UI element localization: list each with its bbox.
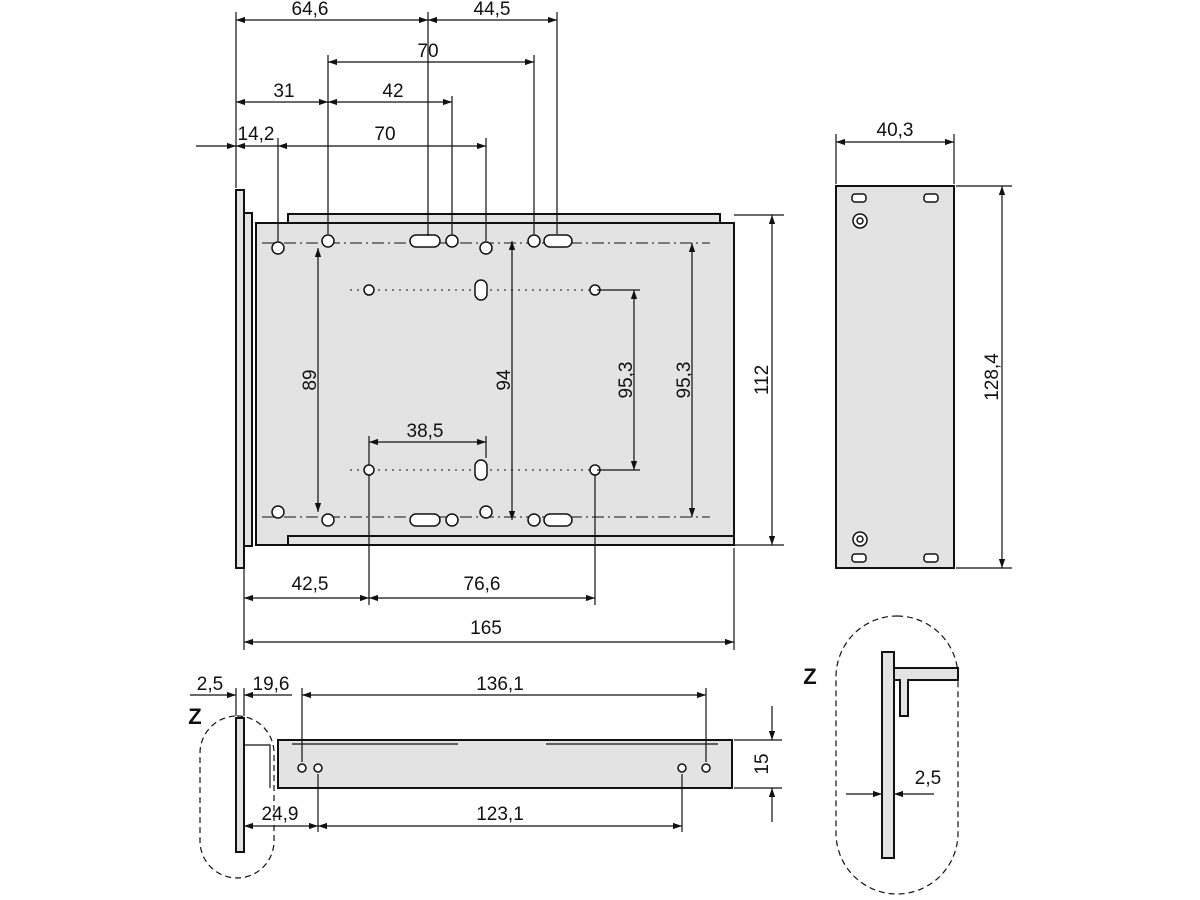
mount-hole xyxy=(363,284,375,296)
dim-123-1: 123,1 xyxy=(476,804,524,825)
slot-hole xyxy=(923,193,939,203)
slot-hole xyxy=(851,193,867,203)
dim-94: 94 xyxy=(494,369,515,391)
mount-hole xyxy=(363,464,375,476)
side-plate xyxy=(835,185,955,569)
dim-128-4: 128,4 xyxy=(982,353,1003,401)
dim-70-mid: 70 xyxy=(374,124,395,145)
slot-hole xyxy=(543,513,573,527)
dim-31: 31 xyxy=(273,81,294,102)
mount-hole xyxy=(445,234,459,248)
front-plate xyxy=(235,189,245,569)
dim-112: 112 xyxy=(752,365,773,395)
dim-14-2: 14,2 xyxy=(238,124,275,145)
dim-44-5: 44,5 xyxy=(474,0,511,20)
dim-2-5-detail: 2,5 xyxy=(915,768,941,789)
slot-hole xyxy=(409,513,441,527)
detail-marker-outline xyxy=(199,715,275,879)
dim-95-3-inner: 95,3 xyxy=(616,362,637,399)
front-flange xyxy=(243,212,253,547)
dim-2-5-bottom: 2,5 xyxy=(197,674,223,695)
mount-hole xyxy=(271,505,285,519)
detail-view: Z 2,5 xyxy=(803,615,959,895)
dim-95-3-outer: 95,3 xyxy=(674,362,695,399)
dim-136-1: 136,1 xyxy=(476,674,524,695)
slot-hole xyxy=(851,553,867,563)
slot-hole xyxy=(474,279,488,301)
mount-hole xyxy=(321,513,335,527)
dim-40-3: 40,3 xyxy=(877,120,914,141)
dim-165: 165 xyxy=(470,618,502,639)
slot-hole xyxy=(474,459,488,481)
mount-hole xyxy=(271,241,285,255)
dim-15: 15 xyxy=(752,753,773,774)
mount-hole xyxy=(321,234,335,248)
dim-89: 89 xyxy=(300,369,321,390)
mount-hole xyxy=(527,513,541,527)
side-view: 40,3 128,4 xyxy=(835,120,1012,569)
detail-view-label: Z xyxy=(803,664,816,689)
front-plate-edge xyxy=(235,717,245,853)
mount-hole xyxy=(479,241,493,255)
mount-hole xyxy=(479,505,493,519)
mount-hole xyxy=(701,763,711,773)
detail-outline xyxy=(835,615,959,895)
dim-64-6: 64,6 xyxy=(292,0,329,20)
mount-hole xyxy=(445,513,459,527)
slot-hole xyxy=(543,234,573,248)
dim-76-6: 76,6 xyxy=(464,574,501,595)
bottom-view: Z 2,5 19,6 136,1 15 24,9 123,1 xyxy=(188,674,782,879)
dim-38-5: 38,5 xyxy=(407,421,444,442)
dim-70-top: 70 xyxy=(417,41,438,62)
detail-label: Z xyxy=(188,704,201,729)
dim-42: 42 xyxy=(382,81,403,102)
detail-bracket xyxy=(893,667,959,717)
dim-24-9: 24,9 xyxy=(262,804,299,825)
tray-body xyxy=(255,222,735,546)
mount-hole xyxy=(677,763,687,773)
bottom-rail xyxy=(287,535,735,546)
tray-side xyxy=(277,739,733,789)
top-rail xyxy=(287,213,721,224)
mount-hole xyxy=(297,763,307,773)
dim-42-5: 42,5 xyxy=(292,574,329,595)
slot-hole xyxy=(923,553,939,563)
slot-hole xyxy=(409,234,441,248)
main-view: 64,6 44,5 70 31 42 14,2 70 89 94 95,3 95… xyxy=(196,0,784,650)
detail-plate xyxy=(881,651,895,859)
dim-19-6: 19,6 xyxy=(253,674,290,695)
mount-hole xyxy=(313,763,323,773)
mount-hole xyxy=(527,234,541,248)
